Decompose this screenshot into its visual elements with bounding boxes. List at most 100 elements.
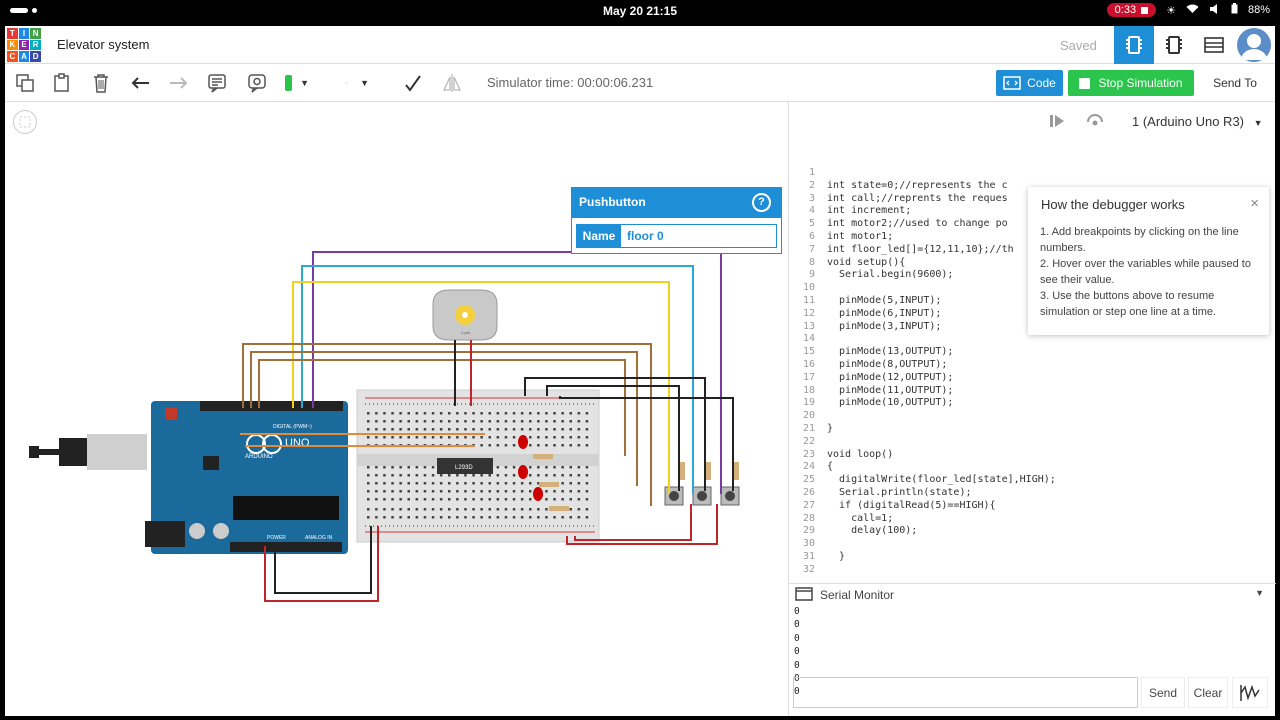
line-number[interactable]: 18 (802, 384, 815, 396)
code-line[interactable]: } (827, 550, 846, 562)
line-number[interactable]: 32 (802, 563, 815, 575)
line-number[interactable]: 23 (802, 448, 815, 460)
stop-simulation-button[interactable]: Stop Simulation (1068, 70, 1194, 96)
wires[interactable] (240, 251, 734, 602)
line-number[interactable]: 17 (802, 371, 815, 383)
arduino-uno[interactable]: UNO ARDUINO DIGITAL (PWM~) POWER ANALOG … (29, 401, 348, 554)
line-number[interactable]: 25 (802, 474, 815, 486)
pushbuttons[interactable] (664, 486, 740, 506)
serial-send-button[interactable]: Send (1141, 677, 1185, 708)
code-line[interactable]: pinMode(6,INPUT); (827, 307, 942, 319)
line-number[interactable]: 16 (802, 358, 815, 370)
recording-badge[interactable]: 0:33 (1106, 3, 1157, 17)
circuit-view-button[interactable] (1114, 26, 1154, 64)
line-number[interactable]: 13 (802, 320, 815, 332)
code-button[interactable]: Code (996, 70, 1063, 96)
code-line[interactable] (827, 410, 1276, 423)
code-line[interactable] (827, 436, 1276, 449)
code-line[interactable] (827, 538, 1276, 551)
line-number[interactable]: 19 (802, 397, 815, 409)
line-number[interactable]: 26 (802, 486, 815, 498)
serial-clear-button[interactable]: Clear (1188, 677, 1228, 708)
copy-icon[interactable] (13, 71, 37, 95)
code-line[interactable]: { (827, 461, 834, 473)
line-number[interactable]: 3 (808, 192, 815, 204)
code-line[interactable]: Serial.begin(9600); (827, 269, 954, 281)
mirror-icon[interactable] (440, 71, 464, 95)
redo-icon[interactable] (166, 71, 190, 95)
delete-icon[interactable] (89, 71, 113, 95)
serial-monitor-header[interactable]: Serial Monitor ▼ (789, 583, 1276, 605)
line-number[interactable]: 28 (802, 512, 815, 524)
line-number[interactable]: 24 (802, 461, 815, 473)
code-line[interactable]: pinMode(12,OUTPUT); (827, 371, 954, 383)
line-number[interactable]: 10 (802, 282, 815, 294)
line-number[interactable]: 11 (802, 294, 815, 306)
step-icon[interactable] (1049, 114, 1065, 133)
code-line[interactable] (827, 564, 1276, 577)
code-line[interactable] (827, 167, 1276, 180)
zoom-to-fit-icon[interactable] (13, 110, 37, 134)
code-line[interactable]: pinMode(5,INPUT); (827, 294, 942, 306)
code-line[interactable]: int motor1; (827, 230, 894, 242)
code-line[interactable]: int increment; (827, 205, 912, 217)
circuit-drawing[interactable]: UNO ARDUINO DIGITAL (PWM~) POWER ANALOG … (5, 102, 788, 716)
schematic-view-button[interactable] (1154, 26, 1194, 64)
code-line[interactable]: pinMode(3,INPUT); (827, 320, 942, 332)
pencil-check-icon[interactable] (401, 71, 425, 95)
code-line[interactable]: pinMode(8,OUTPUT); (827, 358, 948, 370)
line-number[interactable]: 6 (808, 230, 815, 242)
line-number[interactable]: 5 (808, 218, 815, 230)
line-number[interactable]: 22 (802, 435, 815, 447)
line-number[interactable]: 21 (802, 422, 815, 434)
serial-graph-button[interactable] (1232, 677, 1268, 708)
line-number[interactable]: 7 (808, 243, 815, 255)
help-icon[interactable]: ? (752, 193, 771, 212)
notes-icon[interactable] (205, 71, 229, 95)
line-number[interactable]: 27 (802, 499, 815, 511)
line-number[interactable]: 31 (802, 550, 815, 562)
code-line[interactable]: call=1; (827, 512, 894, 524)
code-line[interactable]: int motor2;//used to change po (827, 218, 1008, 230)
code-line[interactable]: int call;//reprents the reques (827, 192, 1008, 204)
wire-color-picker[interactable]: ▼ (285, 71, 309, 95)
code-line[interactable]: delay(100); (827, 525, 918, 537)
code-line[interactable]: Serial.println(state); (827, 486, 972, 498)
line-number[interactable]: 8 (808, 256, 815, 268)
line-number[interactable]: 1 (808, 167, 815, 178)
code-line[interactable]: int floor_led[]={12,11,10};//th (827, 243, 1014, 255)
wire-type-picker[interactable]: ▼ (345, 71, 369, 95)
line-number[interactable]: 9 (808, 269, 815, 281)
code-line[interactable]: void setup(){ (827, 256, 906, 268)
close-icon[interactable]: × (1250, 195, 1259, 212)
components-list-button[interactable] (1194, 26, 1234, 64)
line-number[interactable]: 2 (808, 179, 815, 191)
led-group[interactable] (518, 435, 543, 501)
code-line[interactable]: pinMode(11,OUTPUT); (827, 384, 954, 396)
device-select[interactable]: 1 (Arduino Uno R3) ▼ (1132, 114, 1263, 129)
line-number[interactable]: 30 (802, 538, 815, 550)
project-title[interactable]: Elevator system (57, 37, 150, 52)
dc-motor[interactable]: 1-pin (432, 289, 498, 341)
code-line[interactable]: int state=0;//represents the c (827, 179, 1008, 191)
user-avatar[interactable] (1237, 28, 1271, 62)
line-number[interactable]: 15 (802, 346, 815, 358)
serial-collapse-icon[interactable]: ▼ (1255, 588, 1264, 598)
name-input[interactable]: floor 0 (627, 229, 664, 243)
code-line[interactable]: void loop() (827, 448, 894, 460)
serial-input[interactable] (793, 677, 1138, 708)
code-line[interactable] (827, 333, 1276, 346)
line-number[interactable]: 14 (802, 333, 815, 345)
circuit-canvas[interactable]: UNO ARDUINO DIGITAL (PWM~) POWER ANALOG … (5, 102, 788, 716)
code-line[interactable]: if (digitalRead(5)==HIGH){ (827, 499, 996, 511)
visibility-icon[interactable] (245, 71, 269, 95)
code-line[interactable]: digitalWrite(floor_led[state],HIGH); (827, 474, 1056, 486)
line-number[interactable]: 20 (802, 410, 815, 422)
restart-icon[interactable] (1086, 114, 1104, 133)
code-line[interactable]: } (827, 422, 834, 434)
undo-icon[interactable] (129, 71, 153, 95)
